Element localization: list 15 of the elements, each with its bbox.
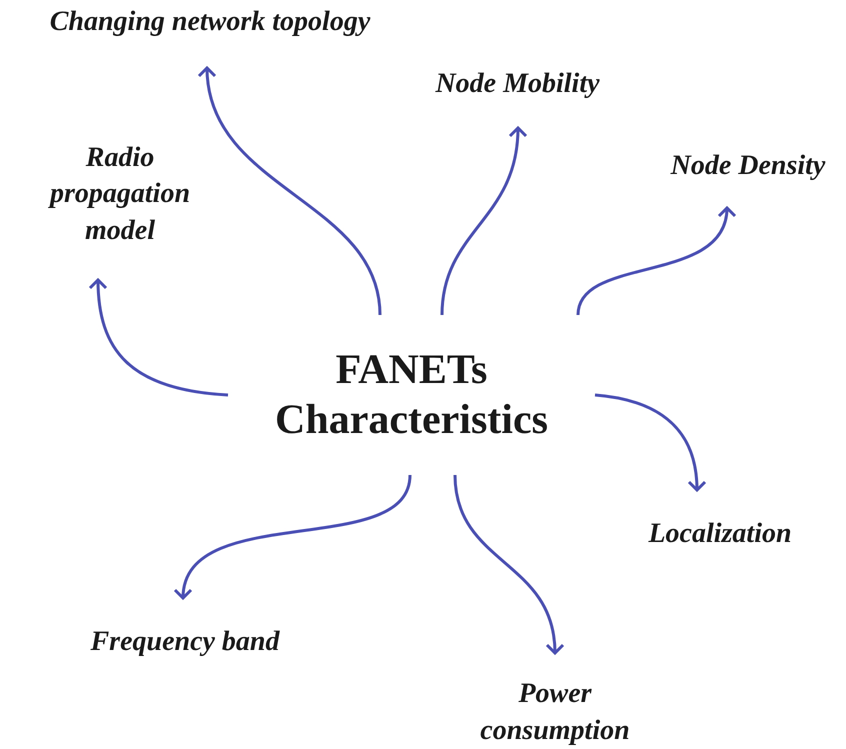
characteristic-label: Power consumption <box>455 653 655 749</box>
curved-arrow <box>576 206 736 316</box>
characteristic-label: Radio propagation model <box>40 140 200 280</box>
characteristic-label: Node Density <box>650 148 846 208</box>
characteristic-label: Frequency band <box>60 598 310 660</box>
curved-arrow <box>198 66 382 316</box>
curved-arrow <box>88 278 228 396</box>
curved-arrow <box>440 126 527 316</box>
curved-arrow <box>594 394 706 492</box>
central-topic: FANETs Characteristics <box>228 315 595 475</box>
curved-arrow <box>454 474 564 654</box>
characteristic-label: Changing network topology <box>10 4 410 68</box>
curved-arrow <box>175 474 412 600</box>
characteristic-label: Localization <box>625 490 815 552</box>
characteristic-label: Node Mobility <box>410 66 625 128</box>
